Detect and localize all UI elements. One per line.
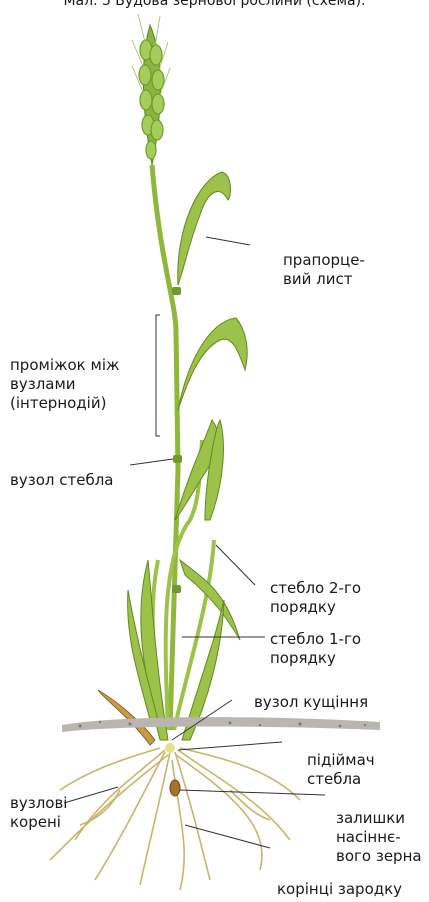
leader-lines — [64, 237, 325, 848]
tillering-node-mark — [165, 743, 175, 753]
seed-remains — [170, 780, 180, 796]
label-stem-2nd-order: стебло 2-го порядку — [270, 579, 361, 617]
ear-spike — [132, 14, 170, 165]
label-tillering-node: вузол кущіння — [254, 693, 368, 712]
label-stem-1st-order: стебло 1-го порядку — [270, 630, 361, 668]
roots — [50, 748, 300, 890]
label-stem-node: вузол стебла — [10, 471, 113, 490]
leaves — [128, 172, 248, 740]
soil-line — [62, 717, 380, 732]
label-seed-remains: залишки насіннє- вого зерна — [336, 809, 422, 866]
label-flag-leaf: прапорце- вий лист — [283, 251, 365, 289]
label-stem-lifter: підіймач стебла — [307, 751, 375, 789]
label-nodal-roots: вузлові корені — [10, 794, 67, 832]
label-internode: проміжок між вузлами (інтернодій) — [10, 356, 120, 413]
label-embryo-roots: корінці зародку — [277, 880, 402, 899]
